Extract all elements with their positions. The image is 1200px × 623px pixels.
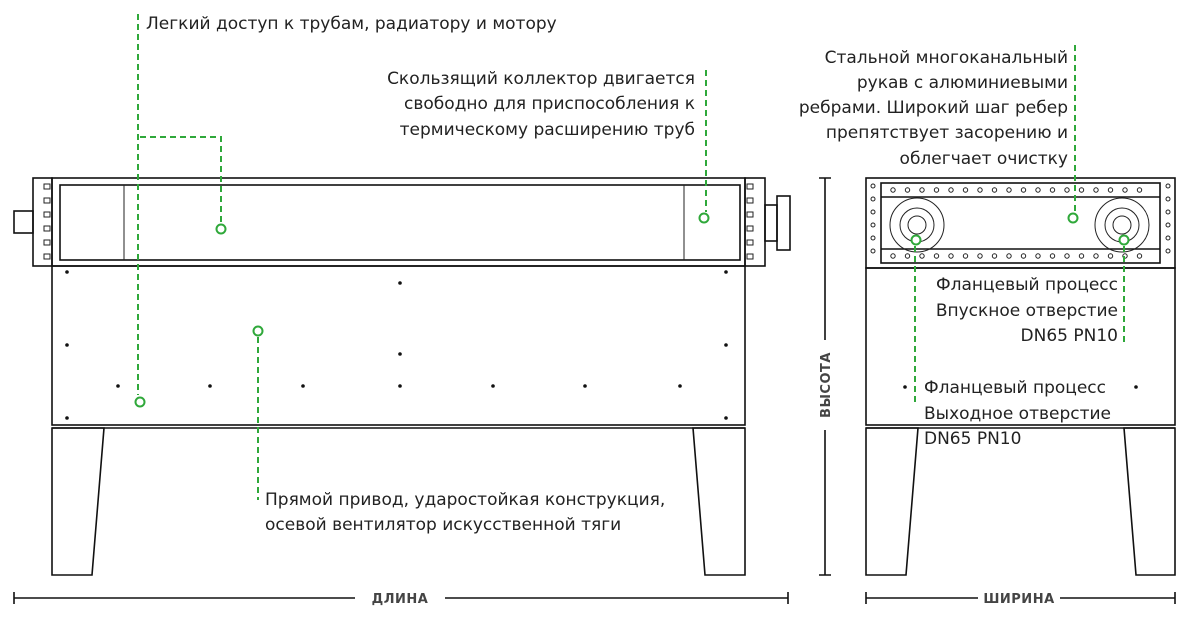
right-end-plate xyxy=(744,177,766,267)
callout-easy-access-text: Легкий доступ к трубам, радиатору и мото… xyxy=(146,14,557,34)
length-dimension: ДЛИНА xyxy=(13,592,789,607)
callout-easy-access: Легкий доступ к трубам, радиатору и мото… xyxy=(134,14,557,408)
callout-text: Выходное отверстие xyxy=(924,404,1111,424)
rivet xyxy=(491,384,495,388)
callout-text: препятствует засорению и xyxy=(826,123,1068,143)
left-leg xyxy=(51,427,105,576)
height-dimension: ВЫСОТА xyxy=(819,177,834,576)
callout-direct-drive: Прямой привод, ударостойкая конструкция,… xyxy=(252,325,665,535)
rivet xyxy=(65,343,69,347)
side-body xyxy=(865,267,1176,426)
callout-text: свободно для приспособления к xyxy=(404,94,695,114)
width-label: ШИРИНА xyxy=(983,592,1054,607)
rivet xyxy=(678,384,682,388)
callout-sliding-collector: Скользящий коллектор двигается свободно … xyxy=(387,69,710,224)
callout-steel-sleeve: Стальной многоканальный рукав с алюминие… xyxy=(799,45,1079,224)
rivet xyxy=(724,270,728,274)
side-right-leg xyxy=(1123,427,1176,576)
callout-text: осевой вентилятор искусственной тяги xyxy=(265,515,621,535)
callout-inlet: Фланцевый процесс Впускное отверстие DN6… xyxy=(936,234,1130,346)
callout-text: рукав с алюминиевыми xyxy=(857,73,1068,93)
rivet xyxy=(208,384,212,388)
rivet xyxy=(724,416,728,420)
callout-text: ребрами. Широкий шаг ребер xyxy=(799,98,1068,118)
side-view xyxy=(865,177,1176,576)
callout-text: Стальной многоканальный xyxy=(825,48,1068,68)
side-left-leg xyxy=(865,427,919,576)
callout-text: Скользящий коллектор двигается xyxy=(387,69,695,89)
callout-text: DN65 PN10 xyxy=(924,429,1021,449)
left-end-plate xyxy=(32,177,53,267)
rivet xyxy=(65,270,69,274)
rivet xyxy=(65,416,69,420)
length-label: ДЛИНА xyxy=(372,592,429,607)
callout-text: термическому расширению труб xyxy=(400,120,695,140)
width-dimension: ШИРИНА xyxy=(865,592,1176,607)
rivet xyxy=(724,343,728,347)
fan-body xyxy=(51,265,746,426)
motor-box xyxy=(13,210,34,234)
callout-text: Прямой привод, ударостойкая конструкция, xyxy=(265,490,665,510)
rivet xyxy=(116,384,120,388)
callout-outlet: Фланцевый процесс Выходное отверстие DN6… xyxy=(910,234,1111,449)
callout-text: DN65 PN10 xyxy=(1021,326,1118,346)
callout-text: Фланцевый процесс xyxy=(936,275,1118,295)
front-view xyxy=(13,177,791,576)
height-label: ВЫСОТА xyxy=(819,352,834,418)
rivet xyxy=(398,384,402,388)
flange xyxy=(764,204,778,242)
rivet xyxy=(301,384,305,388)
rivet xyxy=(583,384,587,388)
callout-text: Фланцевый процесс xyxy=(924,378,1106,398)
rivet xyxy=(398,352,402,356)
side-header xyxy=(865,177,1176,269)
callout-text: Впускное отверстие xyxy=(936,301,1118,321)
rivet xyxy=(398,281,402,285)
callout-text: облегчает очистку xyxy=(900,149,1068,169)
header-box xyxy=(51,177,746,267)
right-leg xyxy=(692,427,746,576)
